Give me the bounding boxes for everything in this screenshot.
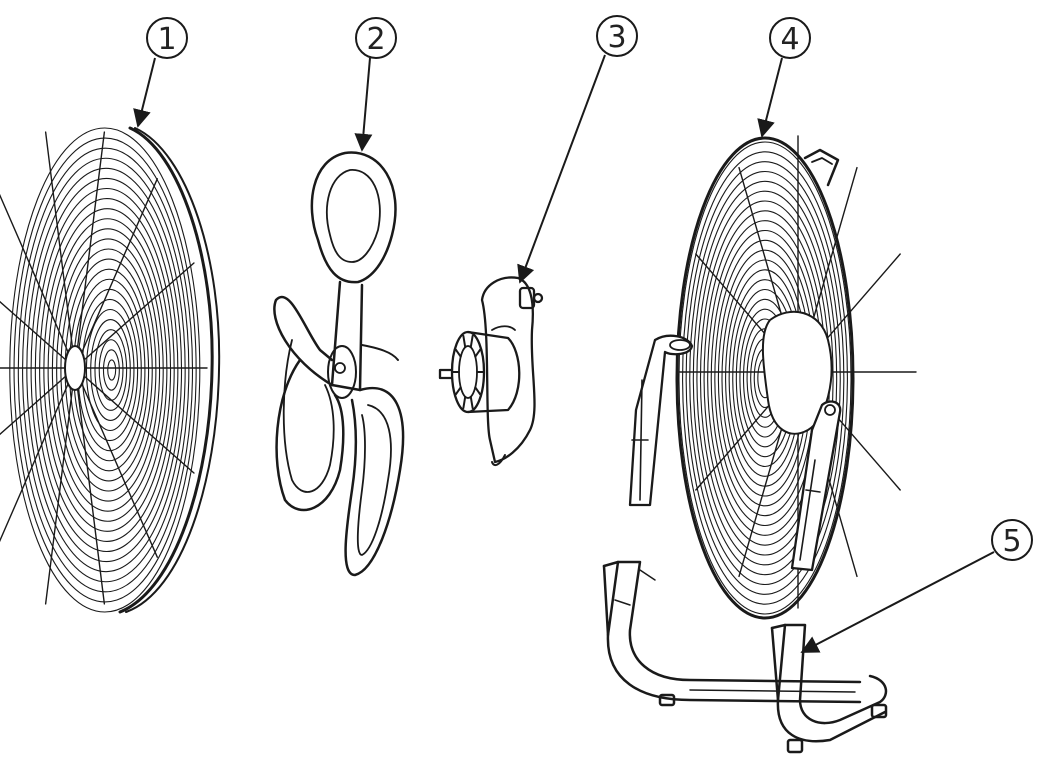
svg-text:2: 2 xyxy=(366,22,385,57)
callout-5: 5 xyxy=(800,519,1033,653)
svg-text:3: 3 xyxy=(607,20,626,55)
svg-text:1: 1 xyxy=(157,22,176,57)
stand-base-icon xyxy=(602,560,888,754)
rear-grille-icon xyxy=(628,135,917,620)
svg-text:5: 5 xyxy=(1002,524,1021,559)
fan-blade-icon xyxy=(273,151,405,577)
callout-2: 2 xyxy=(354,17,397,152)
front-grille-icon xyxy=(0,126,221,614)
callout-4: 4 xyxy=(757,17,811,138)
callout-1: 1 xyxy=(133,17,188,128)
callout-3: 3 xyxy=(517,15,638,284)
motor-icon xyxy=(438,276,544,467)
svg-text:4: 4 xyxy=(780,22,799,57)
